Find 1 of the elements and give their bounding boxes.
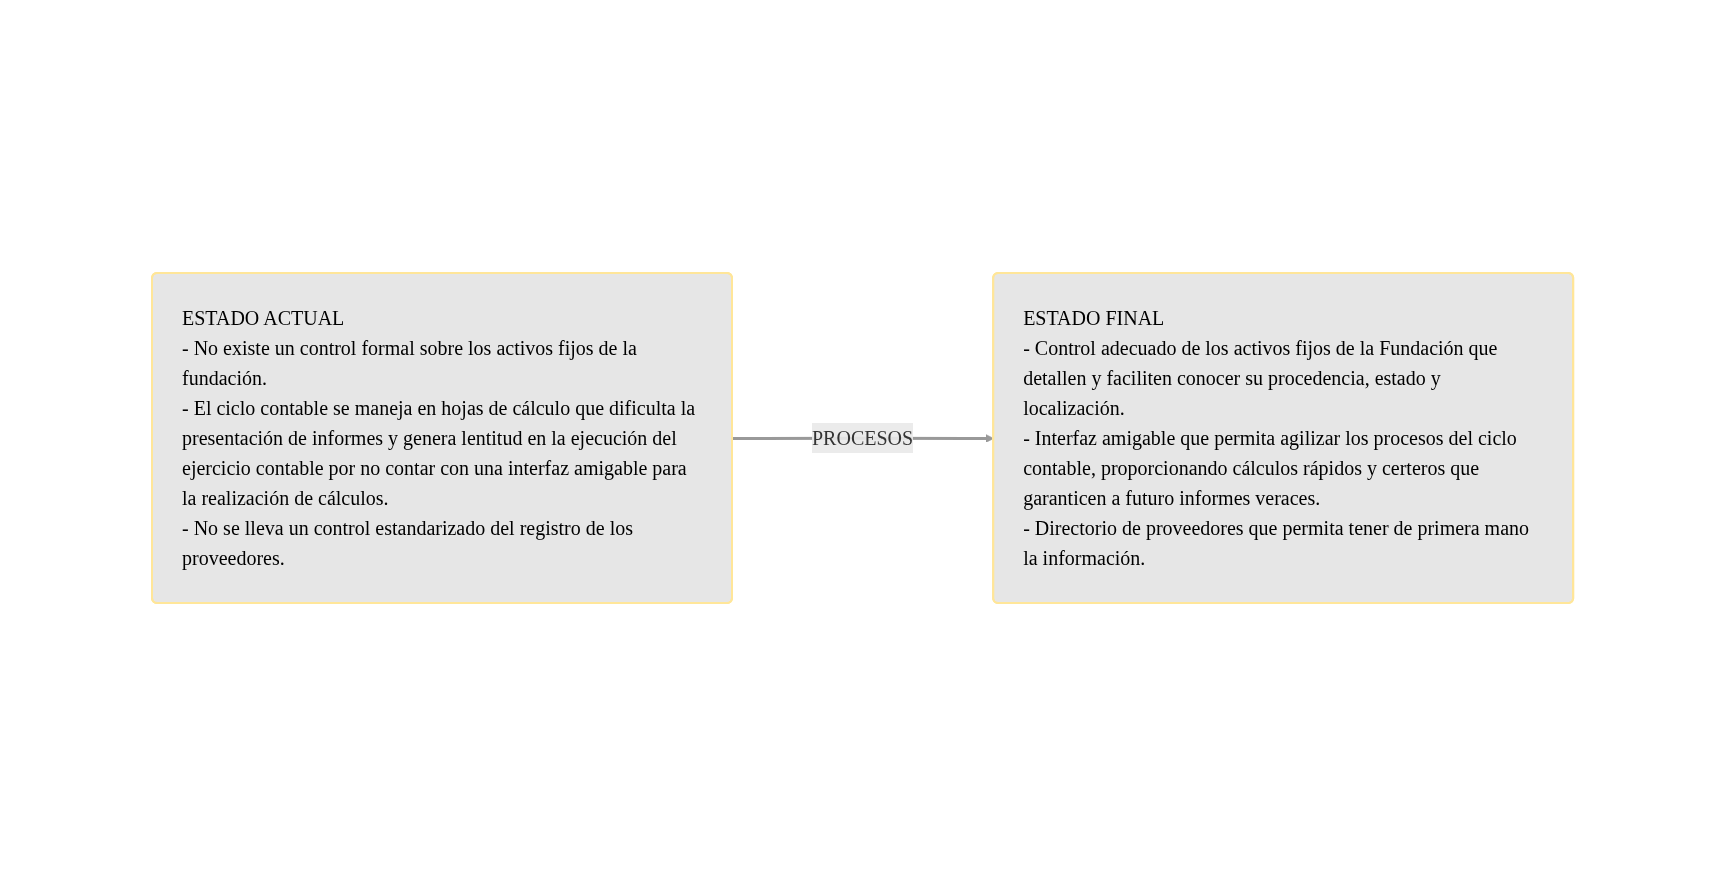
edge-label: PROCESOS <box>812 426 914 449</box>
